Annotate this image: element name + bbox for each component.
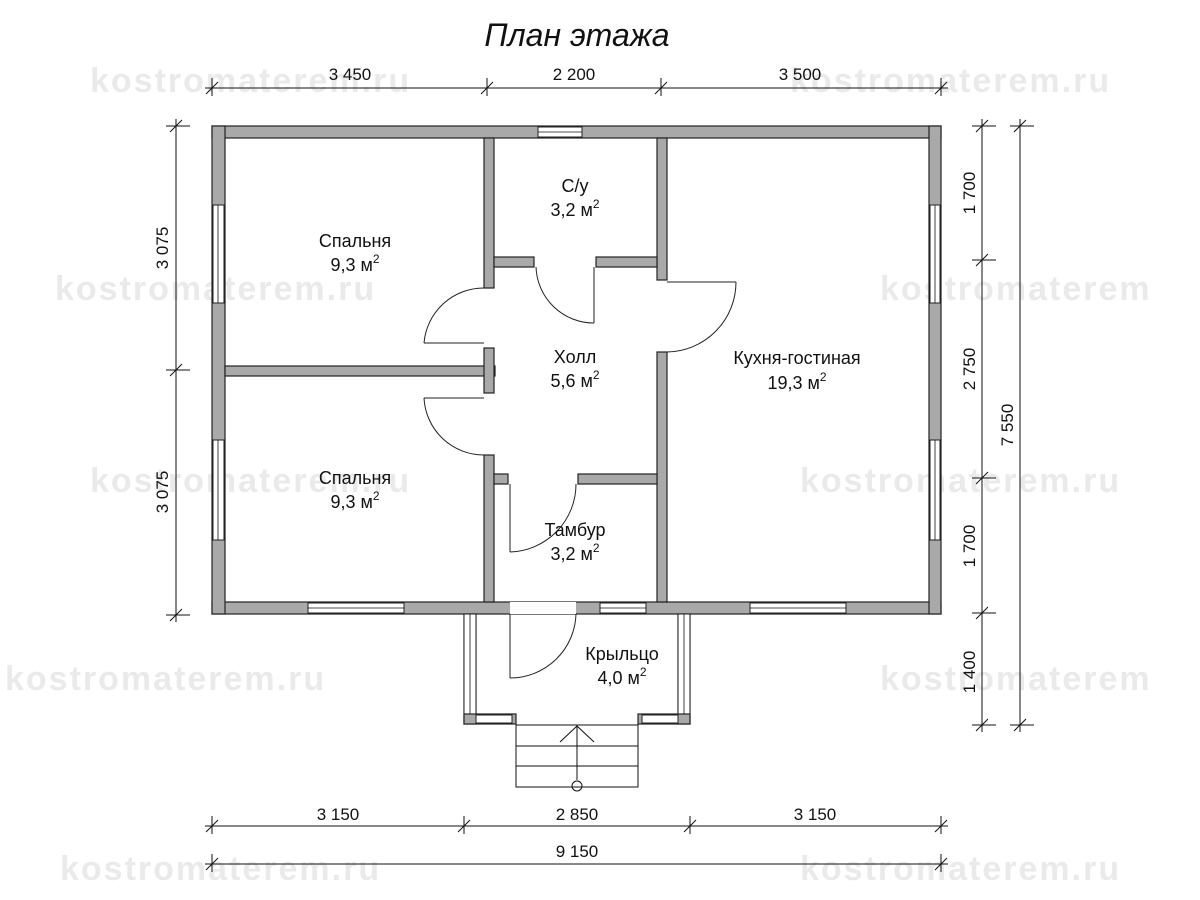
room-name: Спальня [319,231,391,251]
wall-tambour-top-right [577,473,658,485]
dimension-labels: 3 450 2 200 3 500 3 075 3 075 1 700 2 75… [153,65,1017,861]
wall-tambour-top-left [493,473,509,485]
dim-right-3: 1 700 [960,525,979,568]
room-labels: Спальня 9,3 м2 С/у 3,2 м2 Кухня-гостиная… [319,176,861,688]
room-area: 9,3 м2 [330,252,379,275]
wall-hall-left-mid [483,347,495,394]
watermark: kostromaterem [880,270,1152,308]
room-area: 19,3 м2 [767,370,826,393]
room-bedroom-1: Спальня 9,3 м2 [319,231,391,275]
room-area: 9,3 м2 [330,489,379,512]
dim-right-4: 1 400 [960,651,979,694]
watermark: kostromaterem.ru [5,660,326,698]
dim-left-2: 3 075 [153,471,172,514]
window-bedroom-1 [212,204,225,304]
dim-top-1: 3 450 [329,65,372,84]
room-porch: Крыльцо 4,0 м2 [585,644,658,688]
room-area: 4,0 м2 [597,665,646,688]
wall-bedroom-divider [224,365,496,377]
watermark: kostromaterem.ru [60,850,381,888]
dim-bottom-total: 9 150 [556,842,599,861]
windows [212,126,941,614]
dim-right-total: 7 550 [998,404,1017,447]
room-name: Холл [554,347,596,367]
wall-bath-right [656,137,668,281]
watermark: kostromaterem.ru [790,62,1111,100]
watermark: kostromaterem.ru [800,850,1121,888]
watermark: kostromaterem [880,660,1152,698]
dim-bottom-3: 3 150 [794,805,837,824]
door-openings [510,602,576,614]
room-bathroom: С/у 3,2 м2 [550,176,599,220]
wall-bath-bottom-right [595,256,658,268]
wall-east [928,125,942,615]
plan-title: План этажа [484,17,669,53]
watermark: kostromaterem.ru [800,462,1121,500]
room-name: С/у [562,176,589,196]
dim-right-1: 1 700 [960,172,979,215]
window-bedroom-2 [212,439,225,541]
wall-hall-left-lower [483,454,495,603]
dim-right-2: 2 750 [960,348,979,391]
room-hall: Холл 5,6 м2 [550,347,599,391]
dimension-lines [166,78,1034,872]
room-kitchen-living: Кухня-гостиная 19,3 м2 [733,348,860,393]
watermark: kostromaterem.ru [90,462,411,500]
dim-bottom-1: 3 150 [317,805,360,824]
wall-hall-left-upper [483,137,495,289]
room-area: 3,2 м2 [550,197,599,220]
watermarks: kostromaterem.ru kostromaterem.ru kostro… [5,62,1152,888]
room-area: 5,6 м2 [550,368,599,391]
wall-west [211,125,226,615]
room-tambour: Тамбур 3,2 м2 [544,520,605,564]
wall-kitchen-left [656,351,668,603]
doors [423,266,737,679]
room-name: Крыльцо [585,644,658,664]
dim-top-2: 2 200 [553,65,596,84]
room-name: Тамбур [544,520,605,540]
room-name: Кухня-гостиная [733,348,860,368]
wall-bath-bottom-left [493,256,535,268]
dim-left-1: 3 075 [153,227,172,270]
room-bedroom-2: Спальня 9,3 м2 [319,468,391,512]
watermark: kostromaterem.ru [90,62,411,100]
room-name: Спальня [319,468,391,488]
room-area: 3,2 м2 [550,541,599,564]
porch [463,613,691,792]
dim-bottom-2: 2 850 [556,805,599,824]
dim-top-3: 3 500 [779,65,822,84]
